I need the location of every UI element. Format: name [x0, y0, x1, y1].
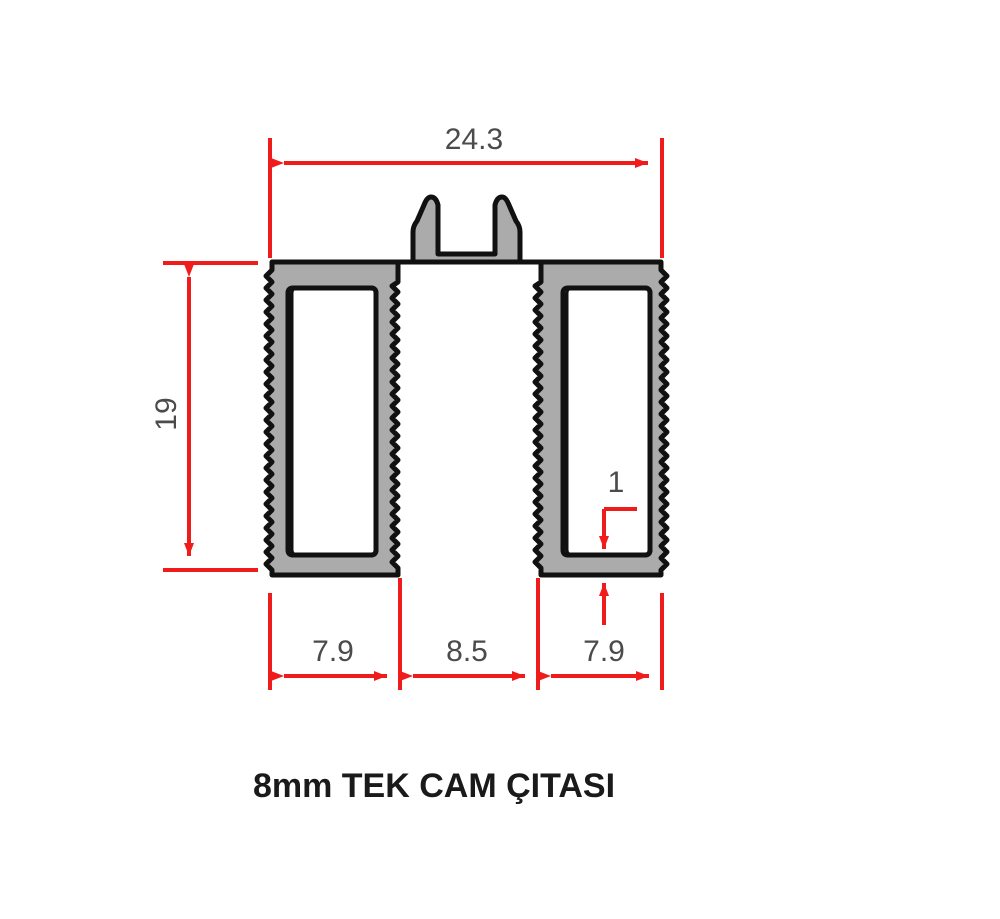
dimension-label-overall-height: 19 [150, 397, 183, 430]
drawing-caption: 8mm TEK CAM ÇITASI [253, 767, 615, 805]
left-chamber-inner-edge [290, 285, 379, 558]
profile-geometry [263, 194, 670, 578]
dimension-label-right-chamber: 7.9 [583, 635, 625, 668]
dimension-overall-height: 19 [150, 261, 258, 572]
dimension-label-overall-width: 24.3 [445, 123, 503, 156]
dimension-label-middle-gap: 8.5 [446, 635, 488, 668]
left-fin-barb [411, 203, 426, 234]
dimension-bottom-chain: 7.9 8.5 7.9 [268, 578, 664, 690]
dimension-wall-thickness: 1 [599, 466, 637, 625]
dimension-label-left-chamber: 7.9 [312, 635, 354, 668]
right-chamber-inner-edge [565, 285, 653, 558]
dimension-overall-width: 24.3 [268, 123, 664, 258]
dimension-label-wall-thickness: 1 [608, 466, 625, 499]
right-fin-barb [507, 203, 522, 234]
